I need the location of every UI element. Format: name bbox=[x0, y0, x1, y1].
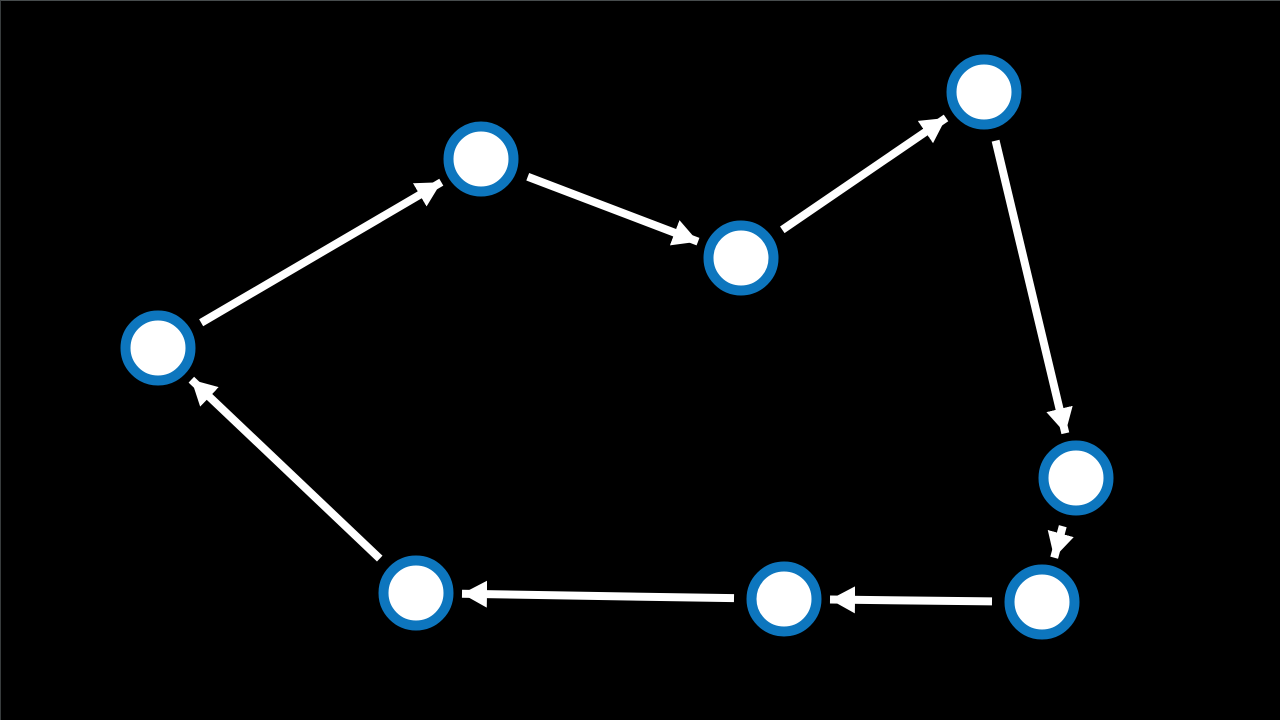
nodes-layer bbox=[120, 54, 1114, 640]
graph-node-n2 bbox=[443, 121, 519, 197]
edge-arrow-n7-n8 bbox=[461, 580, 735, 608]
edge-arrow-n1-n2 bbox=[199, 178, 444, 327]
edge-arrow-n3-n4 bbox=[780, 114, 949, 234]
graph-node-n4 bbox=[946, 54, 1022, 130]
graph-node-n8 bbox=[378, 555, 454, 631]
edge-arrow-n2-n3 bbox=[526, 173, 700, 246]
edge-arrow-n4-n5 bbox=[991, 139, 1073, 435]
edge-arrow-n8-n1 bbox=[188, 376, 383, 562]
graph-node-n1 bbox=[120, 310, 196, 386]
graph-node-n6 bbox=[1004, 564, 1080, 640]
edges-layer bbox=[188, 114, 1074, 614]
graph-node-n7 bbox=[746, 561, 822, 637]
graph-node-n3 bbox=[703, 220, 779, 296]
edge-arrow-n5-n6 bbox=[1047, 525, 1074, 559]
graph-node-n5 bbox=[1038, 440, 1114, 516]
edge-arrow-n6-n7 bbox=[829, 586, 993, 614]
